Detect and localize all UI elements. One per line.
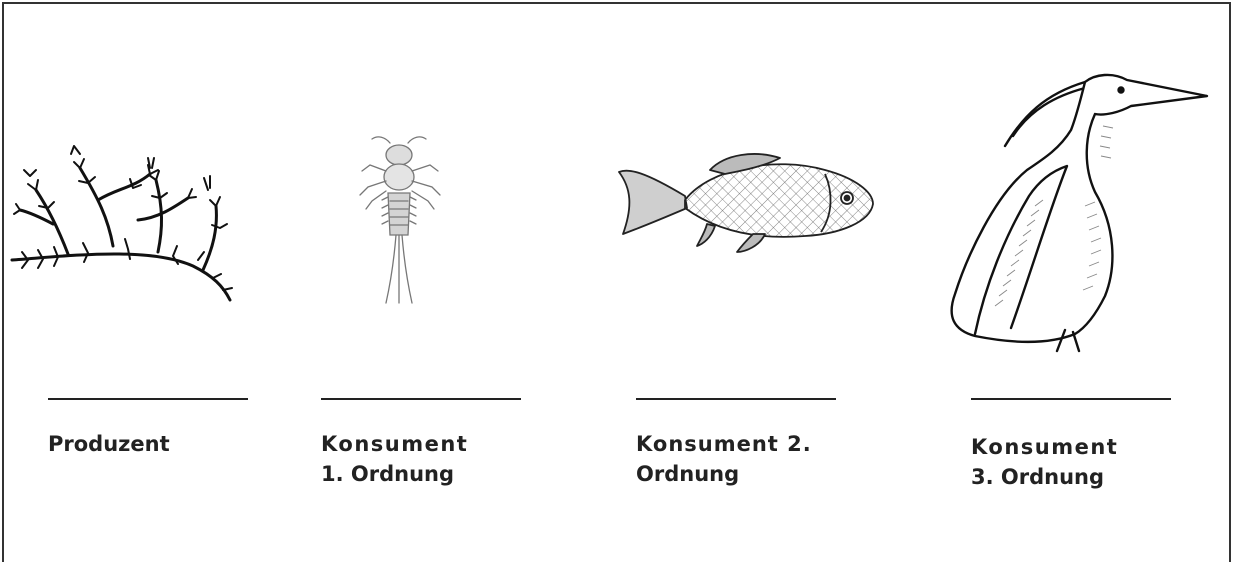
label-konsument-2: Konsument 2. Ordnung [636, 429, 812, 489]
answer-line-konsument-3 [971, 398, 1171, 400]
label-produzent: Produzent [48, 429, 170, 459]
label-produzent-text: Produzent [48, 429, 170, 459]
label-konsument-1-line2: 1. Ordnung [321, 459, 468, 489]
label-konsument-1: Konsument 1. Ordnung [321, 429, 468, 489]
label-konsument-3-line2: 3. Ordnung [971, 462, 1118, 492]
heron-icon [945, 66, 1215, 351]
answer-line-produzent [48, 398, 248, 400]
label-konsument-3-line1: Konsument [971, 432, 1118, 462]
label-konsument-2-line2: Ordnung [636, 459, 812, 489]
answer-line-konsument-1 [321, 398, 521, 400]
plant-icon [8, 128, 248, 308]
answer-line-konsument-2 [636, 398, 836, 400]
label-konsument-3: Konsument 3. Ordnung [971, 432, 1118, 492]
fish-icon [615, 148, 880, 253]
mayfly-larva-icon [350, 135, 450, 305]
label-konsument-2-line1: Konsument 2. [636, 429, 812, 459]
label-konsument-1-line1: Konsument [321, 429, 468, 459]
